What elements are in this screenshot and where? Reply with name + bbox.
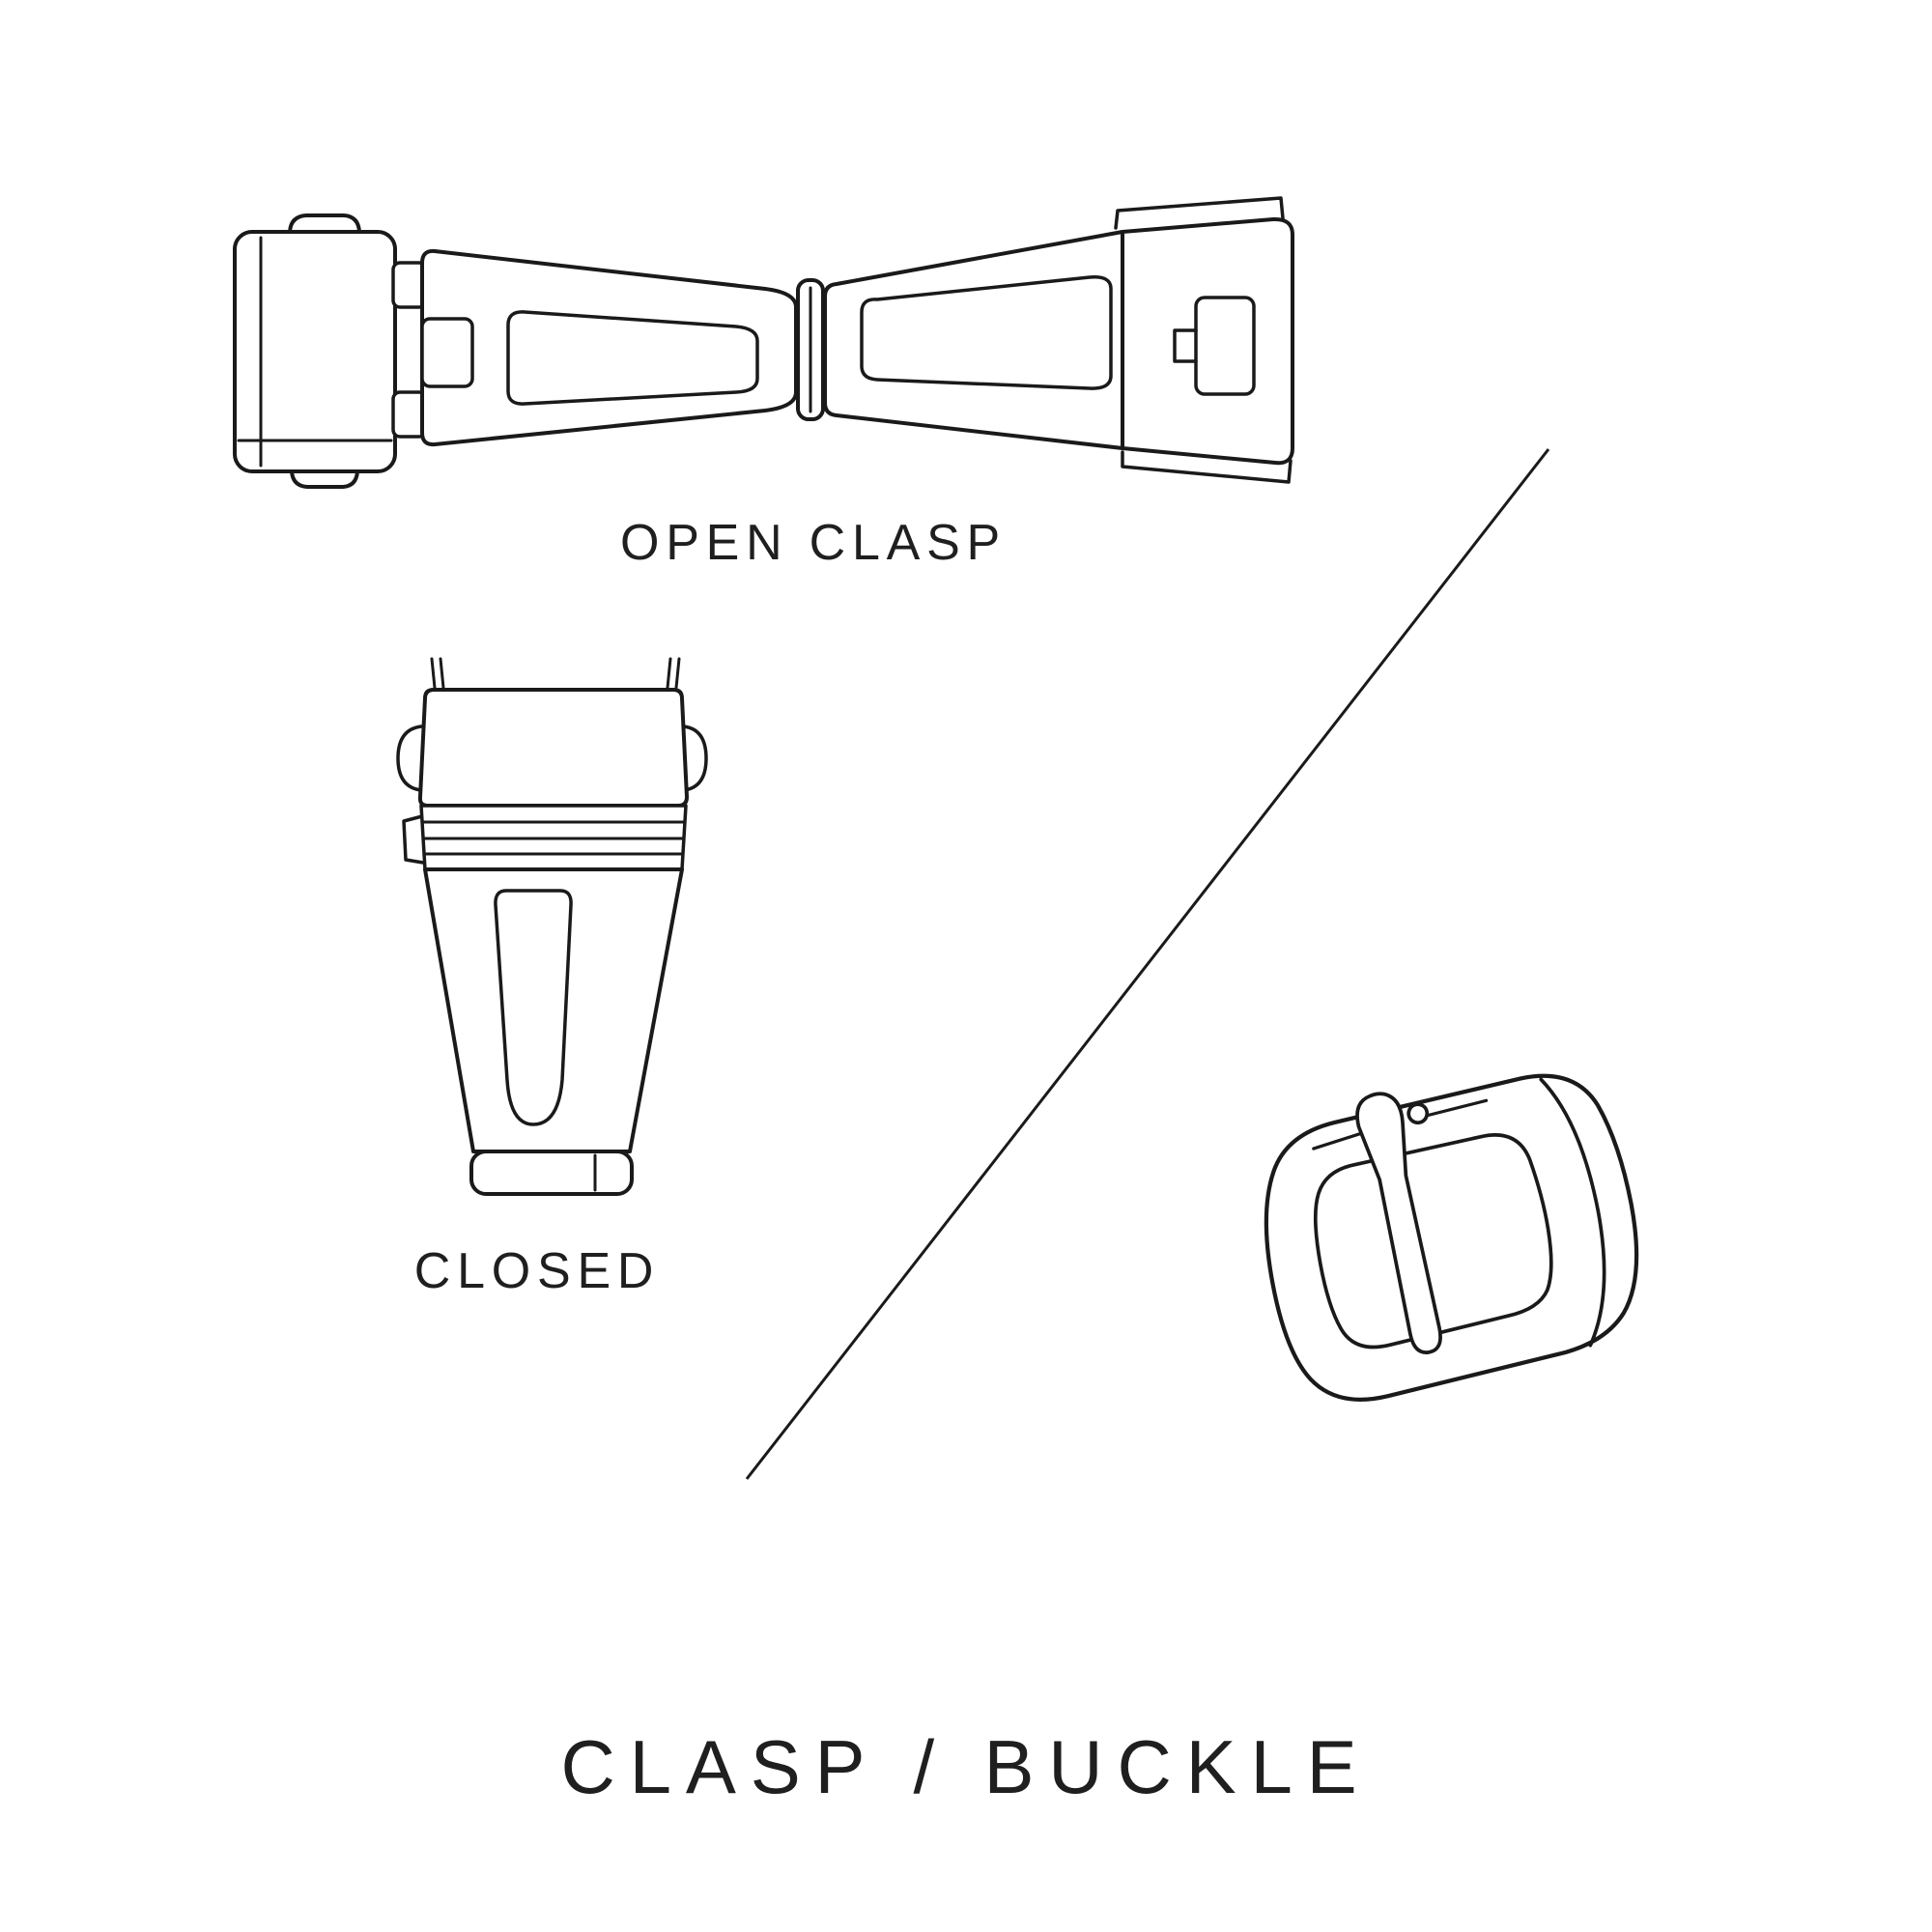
buckle-axle [1312, 1098, 1489, 1151]
closed-clasp-prongs [430, 657, 681, 690]
buckle-tang-loop [1406, 1102, 1430, 1125]
buckle-tang [1355, 1092, 1442, 1354]
open-clasp-left-end [233, 230, 397, 473]
open-clasp-latch-hook [420, 317, 474, 388]
closed-clasp-top-block [417, 688, 689, 808]
open-clasp-right-arm [823, 230, 1124, 450]
pin-buckle-illustration [1264, 1073, 1639, 1402]
buckle-opening [1313, 1133, 1553, 1350]
diagonal-divider [745, 448, 1550, 1480]
closed-clasp-body [423, 867, 684, 1153]
page-title: CLASP / BUCKLE [560, 1724, 1372, 1809]
closed-clasp-bottom-bar [469, 1150, 634, 1196]
closed-clasp-illustration [396, 657, 708, 1196]
closed-clasp-label: CLOSED [413, 1243, 661, 1299]
open-clasp-left-top-tab [288, 213, 361, 234]
open-clasp-label: OPEN CLASP [620, 515, 1007, 571]
open-clasp-left-arm [420, 248, 798, 447]
open-clasp-illustration [233, 196, 1294, 489]
open-clasp-left-bottom-tab [290, 469, 359, 489]
